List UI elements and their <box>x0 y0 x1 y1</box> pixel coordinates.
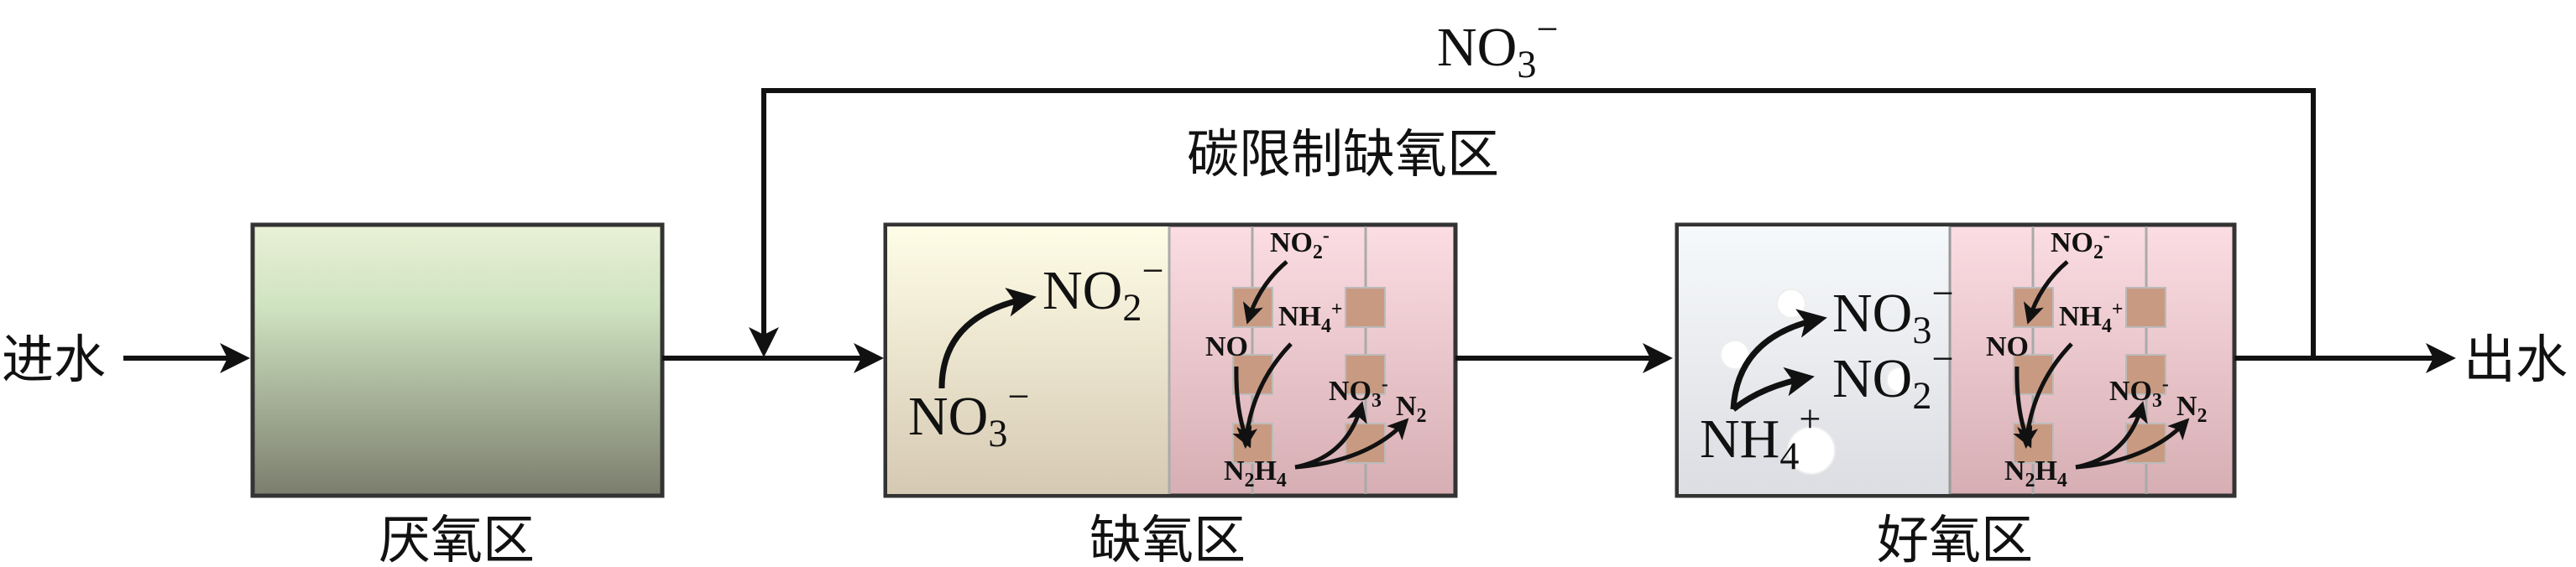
nitric-oxide-label: NO <box>1986 331 2029 362</box>
anammox-module-anoxic: NO2- NH4+ NO N2H4 NO3- N2 <box>1205 225 1426 494</box>
biofilm-carrier <box>1345 287 1386 328</box>
nitrate-recycle-line <box>749 88 2316 358</box>
hydrazine-label: N2H4 <box>1224 455 1287 492</box>
anammox-module-aerobic: NO2- NH4+ NO N2H4 NO3- N2 <box>1986 225 2207 494</box>
biofilm-carrier <box>1345 354 1386 395</box>
dinitrogen-label: N2 <box>1396 391 1426 427</box>
biofilm-carrier <box>2125 287 2166 328</box>
arrow-no2-to-no <box>2023 260 2069 325</box>
nitric-oxide-label: NO <box>1205 331 1248 362</box>
nitritation-arrow <box>1731 367 1815 412</box>
anoxic-label: 缺氧区 <box>1089 509 1246 567</box>
arrow-no2-to-no <box>1242 260 1288 325</box>
recycle-nitrate-label: NO3− <box>1437 8 1558 86</box>
biofilm-carrier <box>2125 354 2166 395</box>
air-bubble <box>1787 426 1836 475</box>
arrow-to-n2 <box>2075 418 2190 470</box>
arrow-no-to-n2h4 <box>1232 366 1252 449</box>
anaerobic-label: 厌氧区 <box>379 509 535 567</box>
aerobic-label: 好氧区 <box>1877 509 2033 567</box>
anoxic-nitrite: NO2− <box>1042 249 1163 329</box>
outflow-label: 出水 <box>2464 329 2568 390</box>
arrow-no-to-n2h4 <box>2013 366 2033 449</box>
nitrification-arrow-nitrate <box>1730 309 1827 410</box>
air-bubble <box>1776 289 1806 319</box>
nitrite-label: NO2- <box>1270 225 1330 263</box>
aerobic-ammonium: NH4+ <box>1700 398 1821 477</box>
anoxic-nitrate: NO3− <box>908 375 1029 455</box>
air-bubble <box>1886 367 1913 393</box>
hydrazine-label: N2H4 <box>2004 455 2067 492</box>
arrow-to-n2 <box>1294 418 1409 470</box>
inflow-label: 进水 <box>2 329 106 390</box>
anaerobic-tank <box>250 222 665 498</box>
nitrite-label: NO2- <box>2051 225 2110 263</box>
carbon-limited-anoxic-label: 碳限制缺氧区 <box>1187 123 1499 185</box>
aerobic-nitrate: NO3− <box>1832 272 1953 351</box>
denitritation-arrow <box>938 288 1037 389</box>
ammonium-label: NH4+ <box>2059 299 2123 337</box>
ammonium-label: NH4+ <box>1278 299 1342 337</box>
dinitrogen-label: N2 <box>2176 391 2207 427</box>
aerobic-nitrite: NO2− <box>1832 337 1953 417</box>
